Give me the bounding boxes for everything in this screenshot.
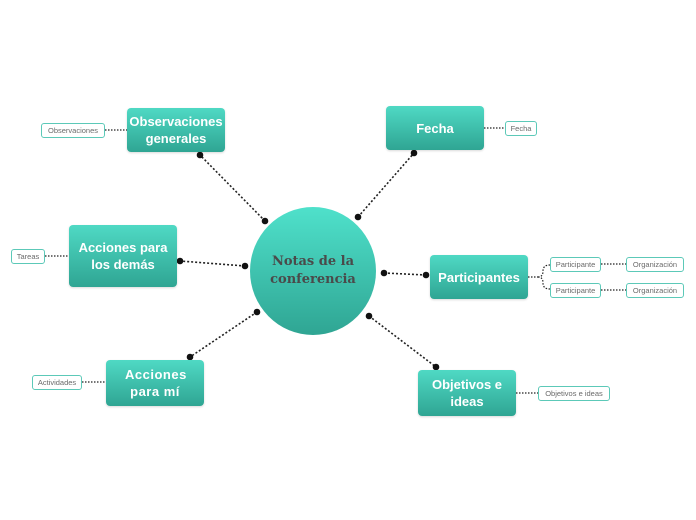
branch-label: Fecha (416, 120, 454, 136)
leaf-fecha[interactable]: Fecha (505, 121, 537, 136)
branch-label: Participantes (438, 269, 520, 285)
branch-acciones-para-los-demas[interactable]: Acciones para los demás (69, 225, 177, 287)
branch-label: Acciones para los demás (78, 240, 168, 272)
leaf-tareas[interactable]: Tareas (11, 249, 45, 264)
branch-observaciones-generales[interactable]: Observaciones generales (127, 108, 225, 152)
leaf-organizacion-2[interactable]: Organización (626, 283, 684, 298)
leaf-objetivos-e-ideas[interactable]: Objetivos e ideas (538, 386, 610, 401)
leaf-actividades[interactable]: Actividades (32, 375, 82, 390)
leaf-participante-2[interactable]: Participante (550, 283, 601, 298)
branch-label: Objetivos e ideas (431, 377, 503, 409)
central-topic-line-2: conferencia (270, 272, 356, 287)
leaf-organizacion-1[interactable]: Organización (626, 257, 684, 272)
leaf-participante-1[interactable]: Participante (550, 257, 601, 272)
branch-label: Acciones para mí (125, 367, 187, 399)
leaf-observaciones[interactable]: Observaciones (41, 123, 105, 138)
branch-fecha[interactable]: Fecha (386, 106, 484, 150)
branch-acciones-para-mi[interactable]: Acciones para mí (106, 360, 204, 406)
branch-objetivos-e-ideas[interactable]: Objetivos e ideas (418, 370, 516, 416)
branch-label: Observaciones generales (129, 114, 223, 146)
central-topic[interactable]: Notas de la conferencia (250, 207, 376, 335)
central-topic-line-1: Notas de la (271, 254, 355, 269)
branch-participantes[interactable]: Participantes (430, 255, 528, 299)
